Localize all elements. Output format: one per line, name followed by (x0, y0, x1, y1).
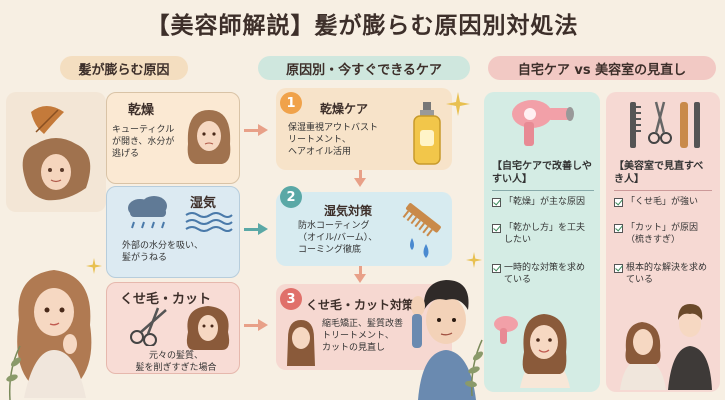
checkbox-icon (614, 264, 623, 273)
hair-dryer-icon (512, 100, 574, 146)
compare-header: 自宅ケア vs 美容室の見直し (488, 56, 716, 80)
cause-title-humidity: 湿気 (190, 196, 217, 211)
page-title-bar: 【美容師解説】髪が膨らむ原因別対処法 (0, 0, 725, 46)
care-title-humidity: 湿気対策 (324, 204, 373, 218)
arrow-shaft-1 (244, 129, 260, 132)
arrow-down-icon (354, 178, 366, 187)
cause-desc-dryness: キューティクル が開き、水分が 逃げる (112, 125, 175, 159)
thinking-woman-illustration (17, 270, 92, 398)
care-desc-dryness: 保湿重視アウトバスト リートメント、 ヘアオイル活用 (288, 123, 379, 157)
checkbox-icon (614, 224, 623, 233)
care-desc-humidity: 防水コーティング （オイル/バーム）、 コーミング徹底 (298, 221, 378, 255)
cause-desc-humidity: 外部の水分を吸い、 髪がうねる (122, 241, 204, 263)
arrow-shaft-3 (244, 324, 260, 327)
care-desc-curly-cut: 縮毛矯正、髪質改善 トリートメント、 カットの見直し (322, 319, 404, 353)
cause-title-curly-cut: くせ毛・カット (120, 292, 212, 307)
care-header: 原因別・今すぐできるケア (258, 56, 470, 80)
scissors-icon (130, 307, 167, 346)
frizzy-hair-woman-illustration (6, 92, 106, 212)
cause-desc-curly-cut: 元々の髪質、 髪を削ぎすぎた場合 (135, 351, 217, 373)
comb-and-water-drops-icon (402, 203, 441, 258)
causes-header: 髪が膨らむ原因 (60, 56, 188, 80)
straight-hair-woman-icon (287, 320, 315, 366)
arrow-right-icon (258, 223, 268, 235)
rain-cloud-icon (128, 196, 167, 229)
home-check-item: 「乾燥」が主な原因 (492, 196, 596, 208)
leaf-decoration-icon (6, 345, 21, 400)
home-check-item: 一時的な対策を求めている (492, 262, 588, 286)
cause-title-dryness: 乾燥 (128, 103, 155, 118)
sparkle-icon (466, 252, 482, 268)
arrow-down-shaft (359, 170, 362, 180)
sparkle-icon (446, 92, 470, 116)
page-title: 【美容師解説】髪が膨らむ原因別対処法 (146, 13, 579, 39)
leaf-decoration-icon (465, 339, 483, 396)
dry-hair-woman-icon (187, 110, 231, 164)
arrow-down-shaft (359, 266, 362, 276)
hair-oil-bottle-icon (413, 102, 441, 165)
woman-with-dryer-illustration (494, 314, 570, 388)
checkbox-icon (492, 264, 501, 273)
checkbox-icon (492, 224, 501, 233)
man-touching-hair-illustration (411, 280, 476, 400)
home-care-title: 【自宅ケアで改善しやすい人】 (492, 160, 594, 191)
home-check-item: 「乾かし方」を工夫したい (492, 222, 592, 246)
salon-title: 【美容室で見直すべき人】 (614, 160, 712, 191)
salon-check-item: 根本的な解決を求めている (614, 262, 712, 286)
step-number-3: 3 (280, 288, 302, 310)
care-card-humidity (276, 192, 452, 266)
arrow-down-icon (354, 274, 366, 283)
curly-hair-woman-icon (186, 306, 230, 350)
salon-check-item: 「カット」が原因（梳きすぎ） (614, 222, 712, 246)
care-title-dryness: 乾燥ケア (320, 102, 369, 116)
arrow-right-icon (258, 319, 268, 331)
step-number-1: 1 (280, 92, 302, 114)
checkbox-icon (614, 198, 623, 207)
step-number-2: 2 (280, 186, 302, 208)
sparkle-icon (86, 258, 102, 274)
salon-tools-icon (630, 101, 700, 148)
wave-icon (185, 212, 233, 232)
arrow-right-icon (258, 124, 268, 136)
arrow-shaft-2 (244, 228, 260, 231)
cause-card-humidity (106, 186, 240, 278)
salon-check-item: 「くせ毛」が強い (614, 196, 714, 208)
care-title-curly-cut: くせ毛・カット対策 (306, 298, 415, 312)
stylist-with-customer-illustration (620, 304, 712, 390)
checkbox-icon (492, 198, 501, 207)
